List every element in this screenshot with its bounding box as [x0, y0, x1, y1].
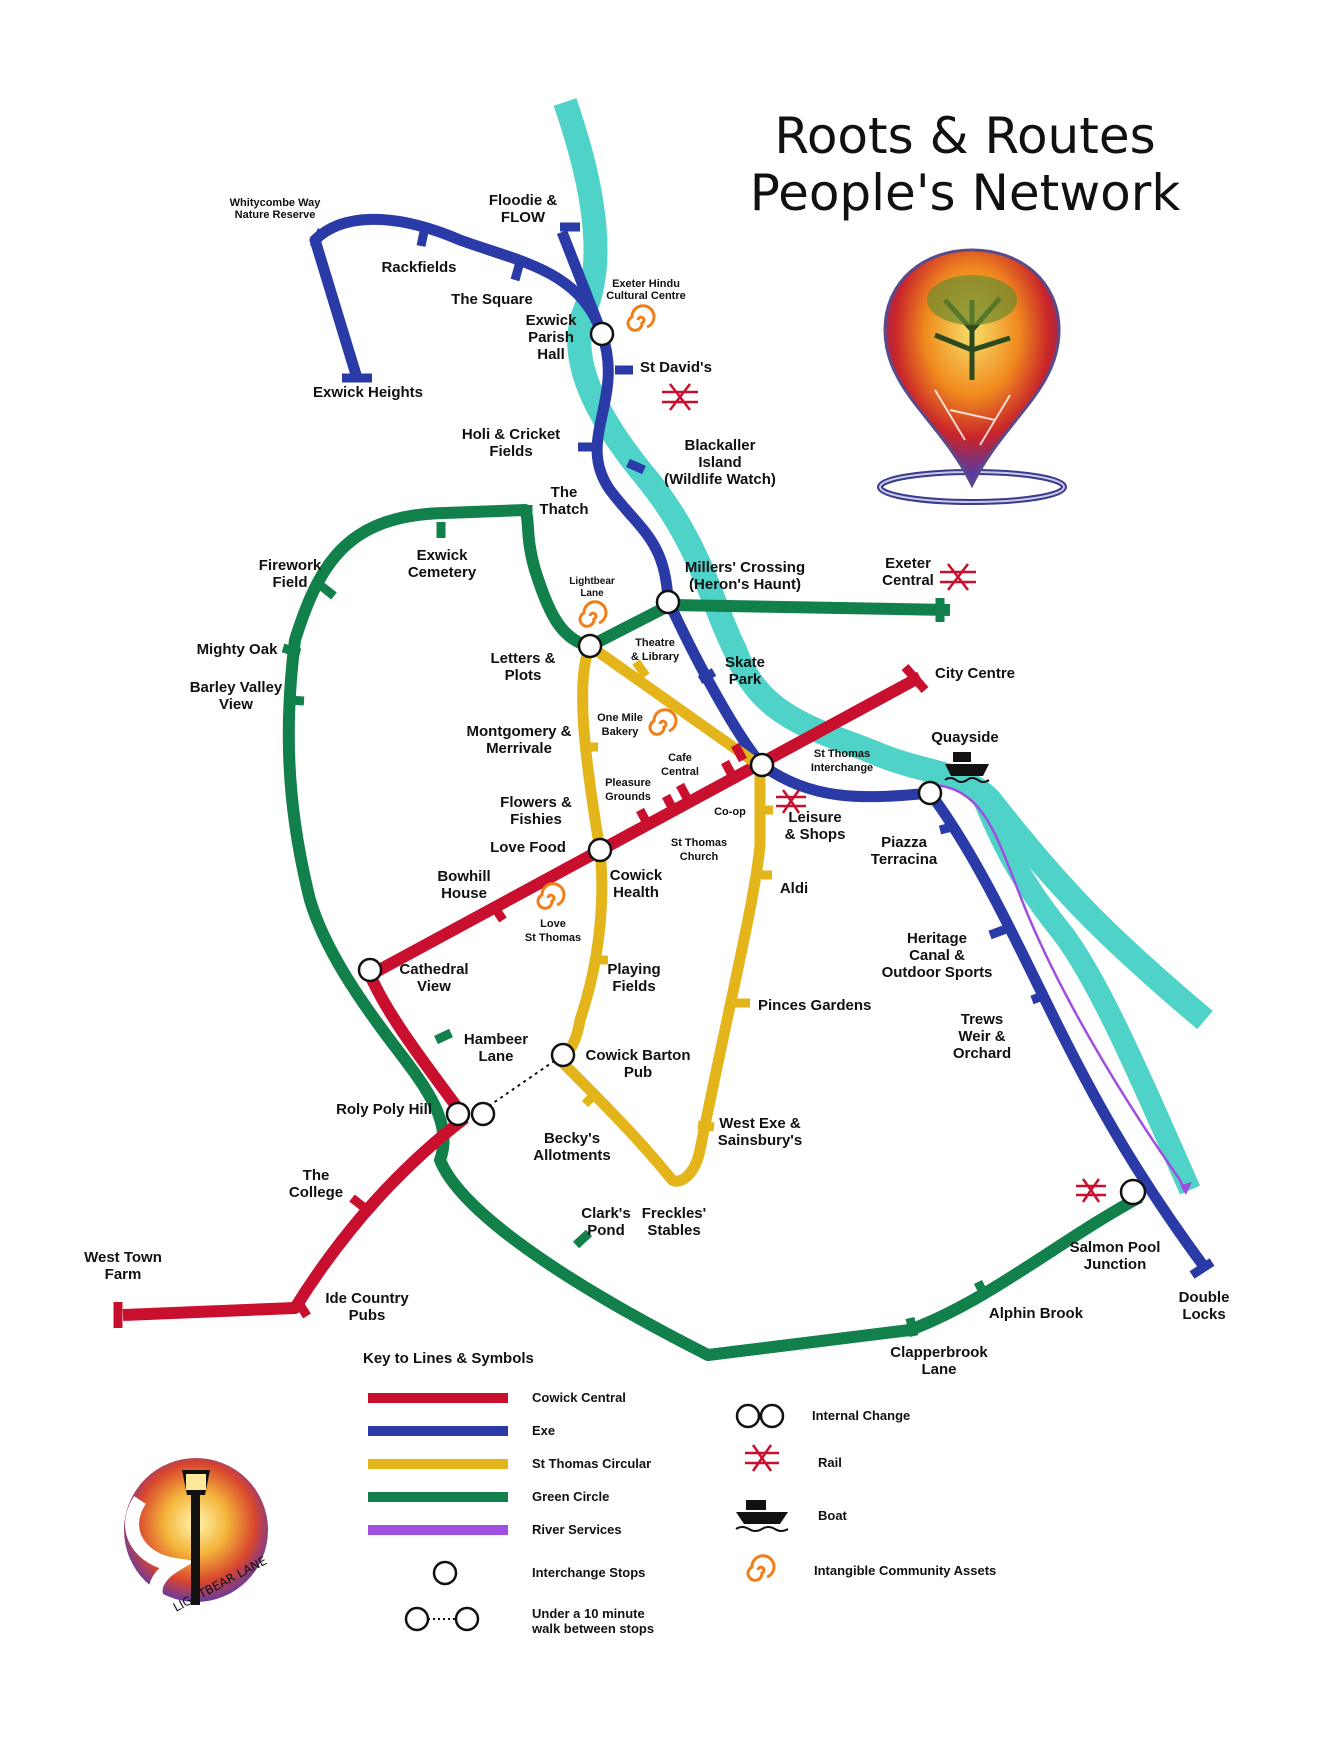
key-walk-icon-b — [454, 1606, 480, 1632]
map-title-line2: People's Network — [750, 164, 1181, 222]
river-services-arrow — [1180, 1182, 1192, 1195]
label-pinces-gardens: Pinces Gardens — [758, 997, 871, 1014]
label-aldi: Aldi — [780, 880, 808, 897]
key-title: Key to Lines & Symbols — [363, 1350, 534, 1367]
key-label-st-thomas-circular: St Thomas Circular — [532, 1456, 651, 1471]
walk-link — [482, 1054, 564, 1111]
label-theatre-library: Theatre& Library — [631, 637, 680, 663]
key-rail-icon — [745, 1444, 779, 1472]
key-asset-icon — [746, 1554, 776, 1582]
key-walk-icon-a — [404, 1606, 430, 1632]
label-floodie: Floodie &FLOW — [489, 192, 557, 226]
label-freckles-stables: Freckles'Stables — [642, 1205, 706, 1239]
label-leisure-shops: Leisure& Shops — [785, 809, 846, 843]
map-title-line1: Roots & Routes — [774, 107, 1155, 165]
key-label-exe: Exe — [532, 1423, 555, 1438]
asset-spirals — [536, 304, 678, 910]
line-river-services — [934, 783, 1187, 1193]
key-internal-change-icon-b — [759, 1403, 785, 1429]
label-quayside: Quayside — [931, 729, 999, 746]
key-label-cowick-central: Cowick Central — [532, 1390, 626, 1405]
key-label-rail: Rail — [818, 1455, 842, 1470]
key-label-assets: Intangible Community Assets — [814, 1563, 996, 1578]
key-label-interchange: Interchange Stops — [532, 1565, 645, 1580]
label-mighty-oak: Mighty Oak — [197, 641, 279, 658]
label-exwick-heights: Exwick Heights — [313, 384, 423, 401]
label-montgomery: Montgomery &Merrivale — [467, 723, 572, 757]
label-rackfields: Rackfields — [381, 259, 456, 276]
boat-icon — [944, 752, 990, 783]
key-internal-change-icon-a — [735, 1403, 761, 1429]
key-label-green-circle: Green Circle — [532, 1489, 609, 1504]
key-label-boat: Boat — [818, 1508, 848, 1523]
stop-ticks — [113, 222, 1215, 1337]
key-boat-icon — [735, 1500, 789, 1532]
key-label-river-services: River Services — [532, 1522, 622, 1537]
label-west-exe: West Exe &Sainsbury's — [718, 1115, 802, 1149]
label-the-square: The Square — [451, 291, 533, 308]
line-cowick-central — [122, 671, 923, 1321]
line-exe — [309, 213, 1210, 1272]
label-letters-plots: Letters &Plots — [490, 650, 555, 684]
label-st-davids: St David's — [640, 359, 712, 376]
key: Key to Lines & Symbols Cowick Central Ex… — [363, 1350, 996, 1636]
interchange-stops — [357, 321, 1147, 1206]
label-co-op: Co-op — [714, 806, 746, 818]
label-millers-crossing: Millers' Crossing(Heron's Haunt) — [685, 559, 805, 593]
tree-pin-logo — [877, 248, 1067, 505]
lamp-post-logo: LIGHTBEAR LANE — [124, 1458, 269, 1617]
label-flowers-fishies: Flowers &Fishies — [500, 794, 572, 828]
key-interchange-icon — [432, 1560, 458, 1586]
rail-icons — [662, 383, 1106, 1203]
label-alphin-brook: Alphin Brook — [989, 1305, 1084, 1322]
line-st-thomas-circular — [554, 641, 766, 1187]
river-exe-lower — [969, 785, 1201, 1195]
label-city-centre: City Centre — [935, 665, 1015, 682]
label-roly-poly: Roly Poly Hill — [336, 1101, 432, 1118]
label-love-food: Love Food — [490, 839, 566, 856]
key-label-internal-change: Internal Change — [812, 1408, 910, 1423]
